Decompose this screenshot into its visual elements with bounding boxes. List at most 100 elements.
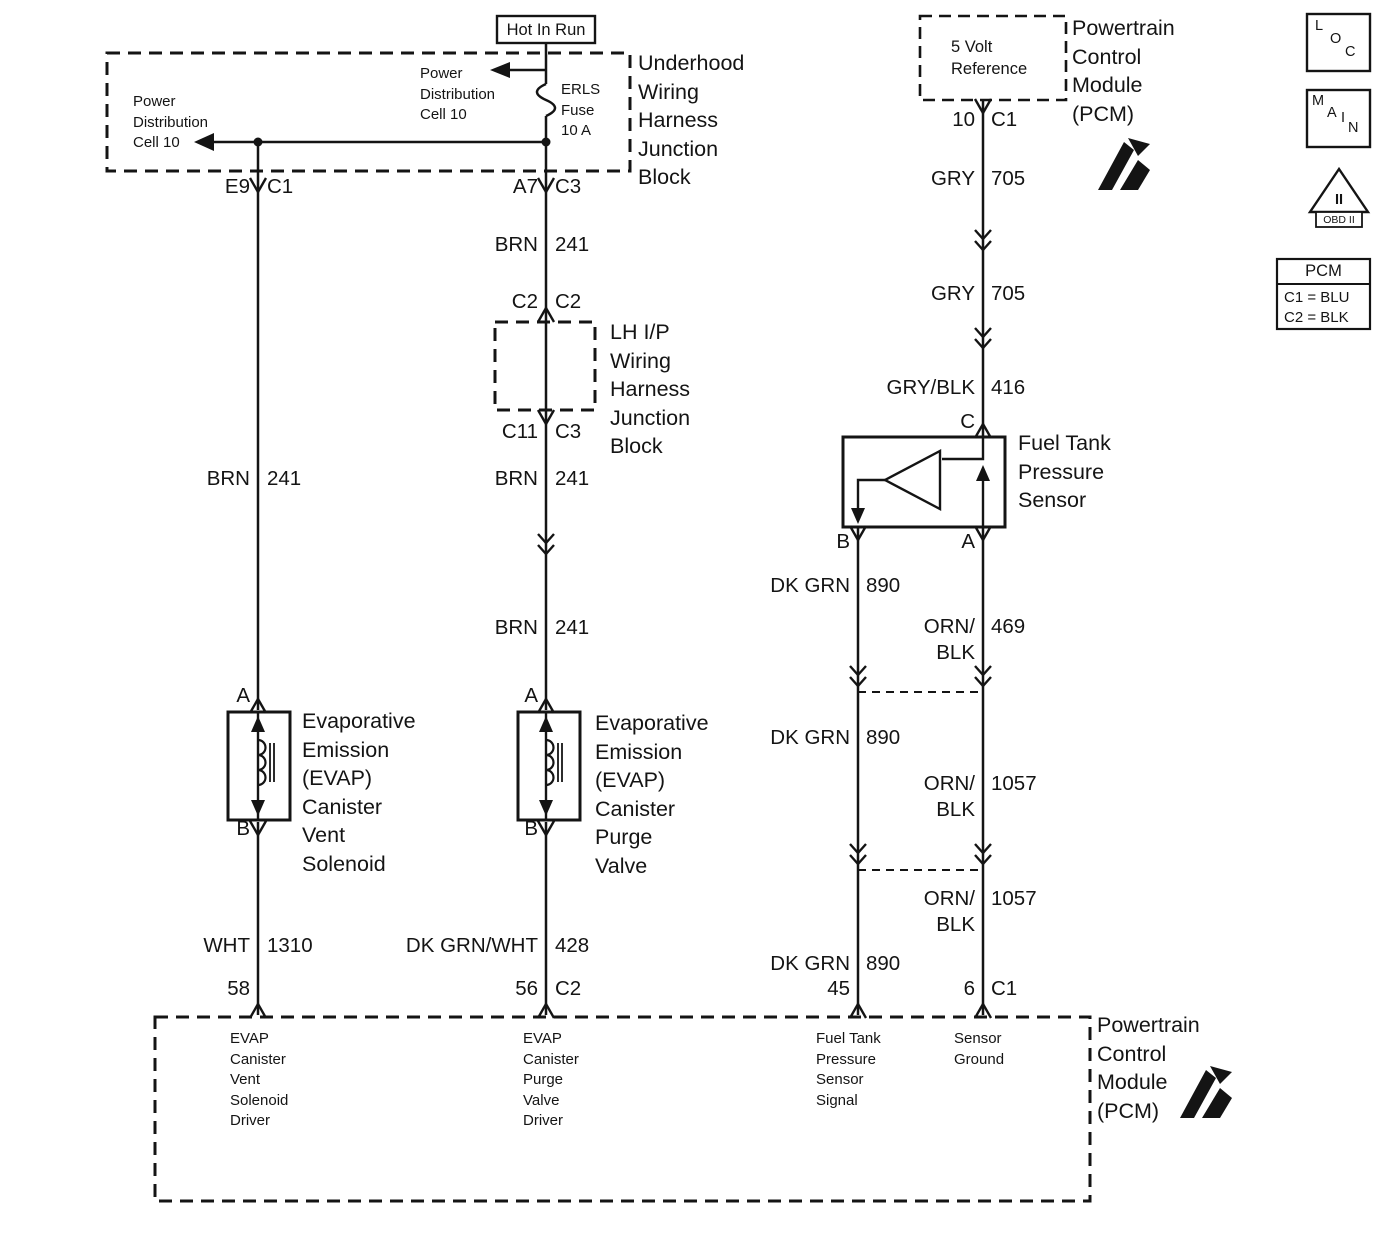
evap-vent-solenoid-label: Evaporative Emission (EVAP) Canister Ven… [302,709,416,876]
wire-color: ORN/ BLK [923,887,975,936]
fuse-label: ERLS Fuse 10 A [561,81,601,139]
loc-letter: L [1315,18,1324,34]
loc-letter: O [1330,31,1342,47]
pcm-legend-box [1275,257,1372,331]
wire-circuit: 890 [866,952,901,975]
underhood-junction-block-box [105,51,632,173]
pcm-legend-row: C1 = BLU [1284,289,1350,306]
terminal-a-purge: A [524,684,538,707]
fuel-tank-sensor-label: Fuel Tank Pressure Sensor [1018,431,1111,512]
wire-circuit: 890 [866,726,901,749]
connector-c3-mid: C3 [555,420,582,443]
main-letter: I [1341,110,1346,126]
wire-color: GRY [930,282,975,305]
main-letter: N [1348,120,1359,136]
terminal-b-sensor: B [836,530,850,553]
wire-circuit: 241 [555,233,590,256]
wire-circuit: 705 [991,282,1026,305]
wire-color: ORN/ BLK [923,615,975,664]
pin-58: 58 [227,977,250,1000]
evap-vent-solenoid-symbol [251,712,275,820]
wire-color: DK GRN [770,726,850,749]
terminal-b-vent: B [236,817,250,840]
wire-color: GRY [930,167,975,190]
up-arrow-icon [251,716,265,732]
wire-color: DK GRN/WHT [405,934,538,957]
power-dist-mid-label: Power Distribution Cell 10 [420,65,496,123]
five-volt-reference-label: 5 Volt Reference [951,38,1028,78]
wire-circuit: 469 [991,615,1026,638]
pressure-sensor-arrows [851,465,990,524]
pcm-legend-title: PCM [1305,262,1342,280]
main-icon [1305,88,1372,149]
wire-color: WHT [203,934,250,957]
pin-10: 10 [952,108,975,131]
pin-45: 45 [827,977,850,1000]
obd2-mark: II [1334,192,1344,208]
wire-color: ORN/ BLK [923,772,975,821]
pcm-top-label: Powertrain Control Module (PCM) [1072,16,1175,126]
connector-c2-right: C2 [555,290,582,313]
obd2-label-box [1315,211,1363,228]
wire-circuit: 705 [991,167,1026,190]
coil-icon [257,738,267,787]
connector-c2-left: C2 [511,290,538,313]
pcm-box [153,1015,1092,1203]
junction-dot [541,137,551,147]
pcm-pin-sensor-ground-label: Sensor Ground [954,1030,1005,1068]
loc-letter: C [1345,44,1356,60]
wire-color: DK GRN [770,574,850,597]
up-arrow-icon [976,465,990,481]
loc-icon [1305,12,1372,73]
underhood-block-label: Underhood Wiring Harness Junction Block [638,51,745,189]
evap-purge-valve-symbol [539,712,563,820]
wire-circuit: 1057 [991,772,1037,795]
hot-in-run-label: Hot In Run [506,21,586,39]
wire-circuit: 241 [555,616,590,639]
pcm-legend-row: C2 = BLK [1284,309,1349,326]
pcm-pin-vent-driver-label: EVAP Canister Vent Solenoid Driver [230,1030,289,1129]
five-volt-reference-box [918,14,1068,102]
terminal-b-purge: B [524,817,538,840]
pcm-pin-purge-driver-label: EVAP Canister Purge Valve Driver [523,1030,579,1129]
wire-junctions-arrows [194,62,551,151]
obd2-label: OBD II [1323,214,1355,226]
main-letter: A [1327,105,1337,121]
main-letter: M [1312,93,1325,109]
connector-e9: E9 [224,175,250,198]
left-arrow-icon [194,133,214,151]
connector-c1-pin: C1 [991,977,1018,1000]
left-arrow-icon [490,62,510,78]
wire-color: BRN [494,616,538,639]
power-dist-left-label: Power Distribution Cell 10 [133,93,209,151]
terminal-c: C [960,410,975,433]
connector-c11: C11 [501,420,538,443]
down-arrow-icon [851,508,865,524]
connector-c2-pin: C2 [555,977,582,1000]
up-arrow-icon [539,716,553,732]
fuse-icon [535,82,557,118]
pcm-pin-ftp-signal-label: Fuel Tank Pressure Sensor Signal [816,1030,881,1109]
wire-circuit: 1310 [267,934,313,957]
wire-lines [210,43,985,1015]
connector-c3: C3 [555,175,582,198]
wire-color: BRN [494,233,538,256]
evap-purge-valve-label: Evaporative Emission (EVAP) Canister Pur… [595,711,709,878]
pin-6: 6 [963,977,975,1000]
wire-circuit: 241 [555,467,590,490]
wire-circuit: 416 [991,376,1026,399]
wire-circuit: 890 [866,574,901,597]
coil-icon [545,738,555,787]
connector-c1-pcm-top: C1 [991,108,1018,131]
down-arrow-icon [251,800,265,816]
wire-color: DK GRN [770,952,850,975]
connector-c1: C1 [267,175,294,198]
pin-56: 56 [515,977,538,1000]
wire-circuit: 241 [267,467,302,490]
terminal-a-vent: A [236,684,250,707]
connector-a7: A7 [512,175,538,198]
wire-color: BRN [206,467,250,490]
wire-circuit: 1057 [991,887,1037,910]
